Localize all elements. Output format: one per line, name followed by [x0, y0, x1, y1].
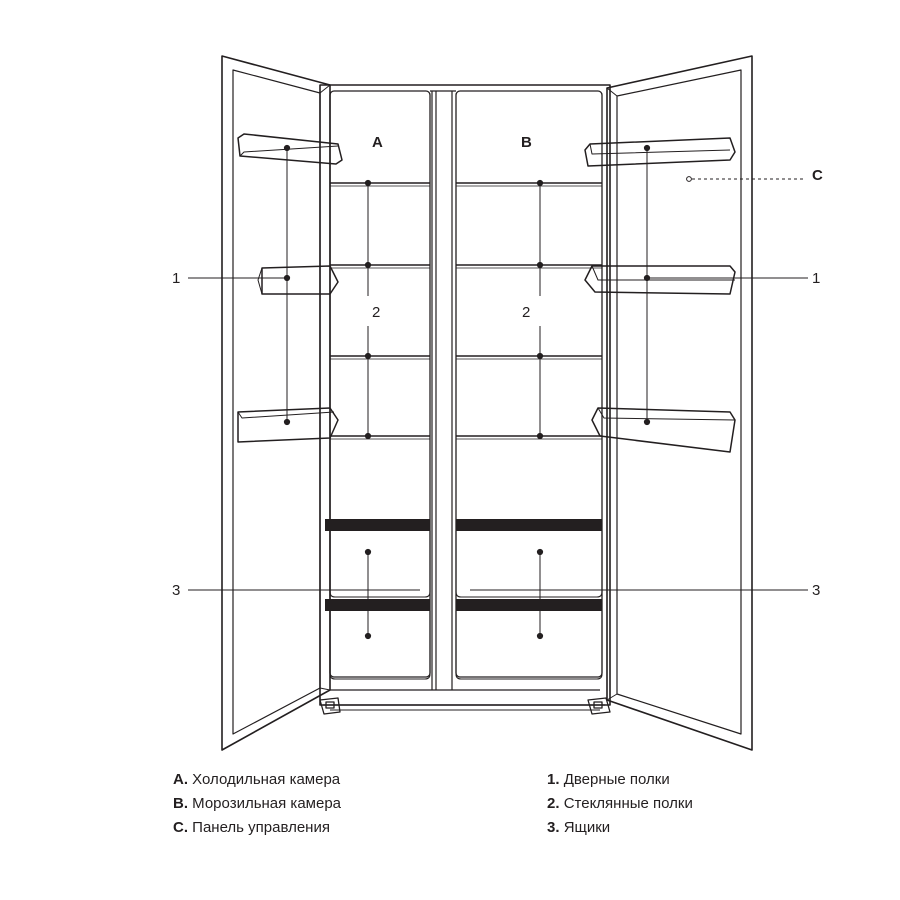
legend-key: A.: [173, 771, 188, 788]
drawers-left-label: 3: [172, 582, 180, 599]
legend-parts: 1. Дверные полки 2. Стеклянные полки 3. …: [547, 768, 693, 840]
legend-text: Панель управления: [192, 819, 330, 836]
legend-text: Морозильная камера: [192, 795, 342, 812]
drawers: [325, 519, 603, 680]
legend-key: C.: [173, 819, 188, 836]
leader-lines: [188, 144, 808, 640]
legend-text: Ящики: [563, 819, 611, 836]
legend-key: B.: [173, 795, 188, 812]
legend-text: Холодильная камера: [192, 771, 341, 788]
legend-compartments: A. Холодильная камера B. Морозильная кам…: [173, 768, 341, 840]
control-panel-label: C: [812, 167, 823, 184]
drawers-right-label: 3: [812, 582, 820, 599]
door-shelves-left-label: 1: [172, 270, 180, 287]
bottom-hinges: [319, 697, 611, 715]
glass-shelves-left-label: 2: [372, 304, 380, 321]
left-door: [221, 55, 331, 751]
legend-item-3: 3. Ящики: [547, 816, 693, 840]
legend-text: Стеклянные полки: [563, 795, 693, 812]
left-door-shelves: [237, 133, 343, 443]
legend-item-c: C. Панель управления: [173, 816, 341, 840]
legend-text: Дверные полки: [563, 771, 670, 788]
legend-key: 3.: [547, 819, 560, 836]
right-door-shelves: [584, 137, 736, 453]
legend-item-a: A. Холодильная камера: [173, 768, 341, 792]
compartment-b-label: B: [521, 134, 532, 151]
cabinet-body: [319, 84, 611, 711]
compartment-a-label: A: [372, 134, 383, 151]
glass-shelves: [330, 182, 602, 440]
glass-shelves-right-label: 2: [522, 304, 530, 321]
legend-key: 2.: [547, 795, 560, 812]
legend-key: 1.: [547, 771, 560, 788]
legend-item-b: B. Морозильная камера: [173, 792, 341, 816]
door-shelves-right-label: 1: [812, 270, 820, 287]
legend-item-2: 2. Стеклянные полки: [547, 792, 693, 816]
legend-item-1: 1. Дверные полки: [547, 768, 693, 792]
